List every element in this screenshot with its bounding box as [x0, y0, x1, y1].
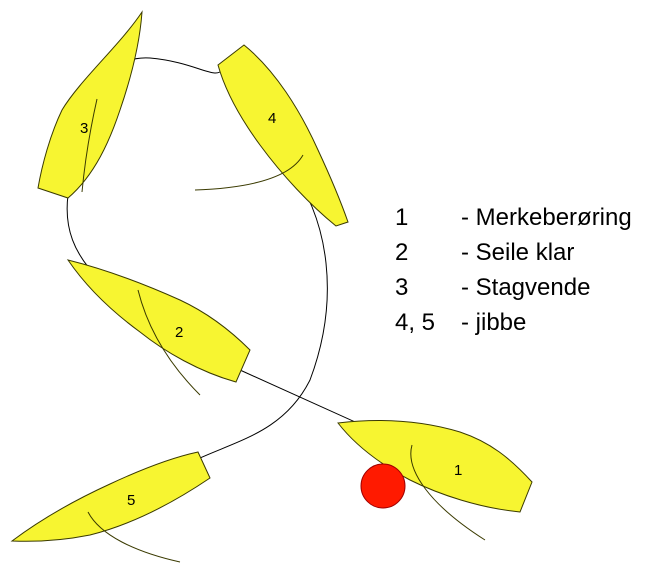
boat-4-hull	[217, 44, 349, 227]
boat-3: 3	[37, 10, 143, 199]
legend-number: 4, 5	[395, 309, 436, 336]
legend: 1 - Merkeberøring 2 - Seile klar 3 - Sta…	[395, 200, 632, 340]
boat-1-boom	[410, 444, 486, 541]
legend-text: - Stagvende	[461, 274, 591, 301]
boat-2-hull	[66, 259, 251, 383]
legend-text: - jibbe	[461, 309, 527, 336]
boat-2-boom	[137, 289, 201, 396]
boat-3-boom	[81, 98, 98, 193]
legend-number: 1	[395, 204, 409, 231]
legend-item: 2 - Seile klar	[395, 235, 632, 270]
boat-3-hull	[37, 10, 143, 199]
boat-4: 4	[194, 44, 349, 227]
legend-text: - Seile klar	[461, 239, 575, 266]
mark-buoy	[360, 463, 406, 509]
boat-5: 5	[10, 451, 211, 563]
boat-2: 2	[66, 259, 251, 396]
boat-1-label: 1	[454, 462, 462, 479]
legend-item: 1 - Merkeberøring	[395, 200, 632, 235]
boat-3-label: 3	[80, 120, 88, 137]
legend-item: 3 - Stagvende	[395, 270, 632, 305]
legend-text: - Merkeberøring	[461, 204, 632, 231]
legend-item: 4, 5 - jibbe	[395, 305, 632, 340]
legend-number: 3	[395, 274, 409, 301]
boat-4-boom	[194, 154, 304, 191]
boat-2-label: 2	[175, 324, 183, 341]
boat-5-hull	[10, 451, 211, 542]
boat-4-label: 4	[268, 110, 276, 127]
legend-number: 2	[395, 239, 409, 266]
boat-5-label: 5	[127, 492, 135, 509]
boat-5-boom	[87, 511, 181, 563]
